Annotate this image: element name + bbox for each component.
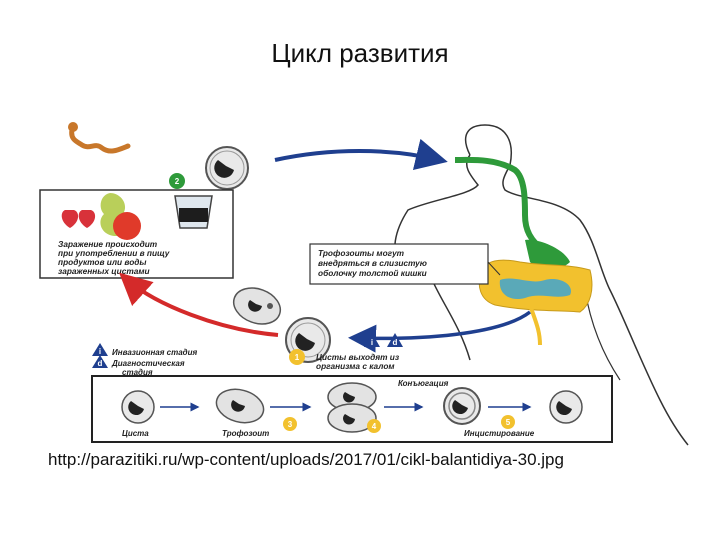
worm-icon xyxy=(68,122,131,154)
legend-invasive: Инвазионная стадия xyxy=(112,348,198,357)
trophozoite-note-3: оболочку толстой кишки xyxy=(318,268,427,278)
step-badge-1: 1 xyxy=(289,349,305,365)
source-url[interactable]: http://parazitiki.ru/wp-content/uploads/… xyxy=(48,450,564,469)
arrow-to-host xyxy=(274,138,448,170)
arrow-cyst-exit xyxy=(348,310,532,353)
apple-icon xyxy=(113,212,141,240)
legend: i Инвазионная стадия d Диагностическая с… xyxy=(92,343,198,377)
strip-conjugation-label: Конъюгация xyxy=(398,379,449,388)
strip-encystment-label: Инцистирование xyxy=(464,429,535,438)
slide-title: Цикл развития xyxy=(271,38,449,68)
svg-text:5: 5 xyxy=(506,418,511,427)
trophozoite-cell xyxy=(232,287,282,325)
svg-text:2: 2 xyxy=(175,177,180,186)
svg-text:3: 3 xyxy=(288,420,293,429)
cyst-top xyxy=(205,146,249,190)
svg-text:i: i xyxy=(371,338,373,347)
infection-text-1: Заражение происходит xyxy=(58,239,158,249)
strip-cyst-label: Циста xyxy=(122,429,149,438)
cyst-exit-badges: i d xyxy=(364,333,403,347)
legend-diagnostic-1: Диагностическая xyxy=(111,359,185,368)
svg-text:4: 4 xyxy=(372,422,377,431)
step-badge-2: 2 xyxy=(169,173,185,189)
infection-text-2: при употреблении в пищу xyxy=(58,248,170,258)
stage-strip: Циста Трофозоит 3 Конъюгация 4 Инцистиро… xyxy=(91,375,613,443)
infection-text-3: продуктов или воды xyxy=(58,257,147,267)
cyst-exit-text-2: организма с калом xyxy=(316,361,395,371)
water-glass-icon xyxy=(174,195,213,229)
strawberry-icon xyxy=(61,210,96,228)
svg-text:1: 1 xyxy=(295,353,300,362)
digestive-tract xyxy=(454,156,593,346)
trophozoite-note-2: внедряться в слизистую xyxy=(318,258,427,268)
strip-trophozoite-label: Трофозоит xyxy=(222,429,269,438)
svg-text:d: d xyxy=(98,359,103,368)
infection-text-4: зараженных цистами xyxy=(58,266,150,276)
trophozoite-note-1: Трофозоиты могут xyxy=(318,248,405,258)
svg-text:d: d xyxy=(393,338,398,347)
infection-box: Заражение происходит при употреблении в … xyxy=(39,189,234,279)
svg-text:i: i xyxy=(99,347,101,356)
cyst-exit-text-1: Цисты выходят из xyxy=(316,352,400,362)
legend-diagnostic-2: стадия xyxy=(122,368,153,377)
arrow-to-environment xyxy=(119,272,279,337)
trophozoite-note: Трофозоиты могут внедряться в слизистую … xyxy=(309,243,501,285)
